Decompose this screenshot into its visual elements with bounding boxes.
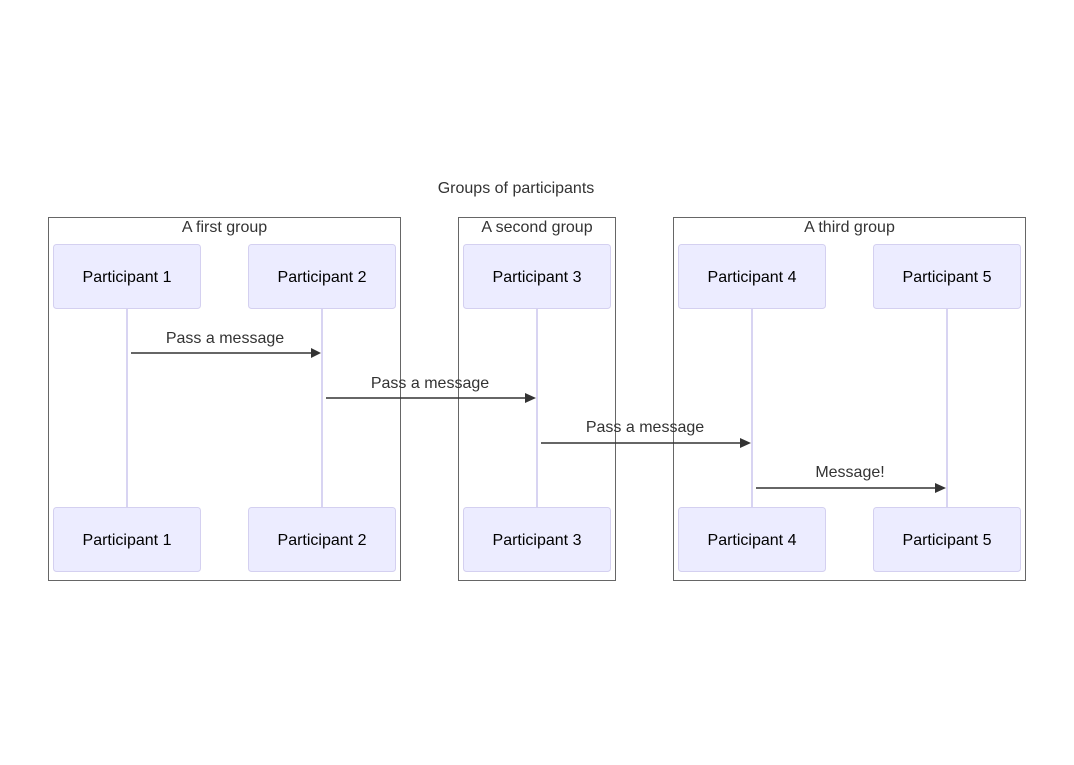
group-label: A first group xyxy=(182,219,267,236)
message-1: Pass a message xyxy=(131,330,321,358)
group-first: A first group xyxy=(48,217,401,581)
actor-top-participant-3: Participant 3 xyxy=(463,244,611,309)
message-label: Pass a message xyxy=(166,330,284,347)
actor-label: Participant 1 xyxy=(83,532,172,549)
actor-bottom-participant-3: Participant 3 xyxy=(463,507,611,572)
actor-label: Participant 4 xyxy=(708,269,797,286)
group-box xyxy=(458,217,616,581)
actor-label: Participant 5 xyxy=(903,532,992,549)
group-label: A second group xyxy=(481,219,592,236)
actor-box xyxy=(463,244,611,309)
actor-top-participant-2: Participant 2 xyxy=(248,244,396,309)
message-label: Message! xyxy=(815,464,884,481)
message-2: Pass a message xyxy=(326,375,536,403)
actor-label: Participant 2 xyxy=(278,532,367,549)
actor-box xyxy=(248,244,396,309)
message-3: Pass a message xyxy=(541,419,751,448)
group-box xyxy=(673,217,1026,581)
group-label: A third group xyxy=(804,219,895,236)
actor-box xyxy=(873,507,1021,572)
actor-label: Participant 2 xyxy=(278,269,367,286)
message-label: Pass a message xyxy=(371,375,489,392)
actor-bottom-participant-4: Participant 4 xyxy=(678,507,826,572)
message-label: Pass a message xyxy=(586,419,704,436)
actor-label: Participant 3 xyxy=(493,532,582,549)
actor-top-participant-1: Participant 1 xyxy=(53,244,201,309)
actor-label: Participant 4 xyxy=(708,532,797,549)
actor-bottom-participant-1: Participant 1 xyxy=(53,507,201,572)
actor-label: Participant 1 xyxy=(83,269,172,286)
arrowhead-icon xyxy=(525,393,536,403)
arrowhead-icon xyxy=(935,483,946,493)
group-third: A third group xyxy=(673,217,1026,581)
actor-bottom-participant-2: Participant 2 xyxy=(248,507,396,572)
actor-top-participant-5: Participant 5 xyxy=(873,244,1021,309)
actor-box xyxy=(678,507,826,572)
diagram-title: Groups of participants xyxy=(438,180,595,197)
actor-bottom-participant-5: Participant 5 xyxy=(873,507,1021,572)
actor-box xyxy=(53,244,201,309)
actor-label: Participant 5 xyxy=(903,269,992,286)
actor-top-participant-4: Participant 4 xyxy=(678,244,826,309)
group-box xyxy=(48,217,401,581)
actor-label: Participant 3 xyxy=(493,269,582,286)
actor-box xyxy=(678,244,826,309)
message-4: Message! xyxy=(756,464,946,493)
arrowhead-icon xyxy=(311,348,321,358)
actor-box xyxy=(873,244,1021,309)
actor-box xyxy=(463,507,611,572)
arrowhead-icon xyxy=(740,438,751,448)
group-second: A second group xyxy=(458,217,616,581)
actor-box xyxy=(248,507,396,572)
actor-box xyxy=(53,507,201,572)
